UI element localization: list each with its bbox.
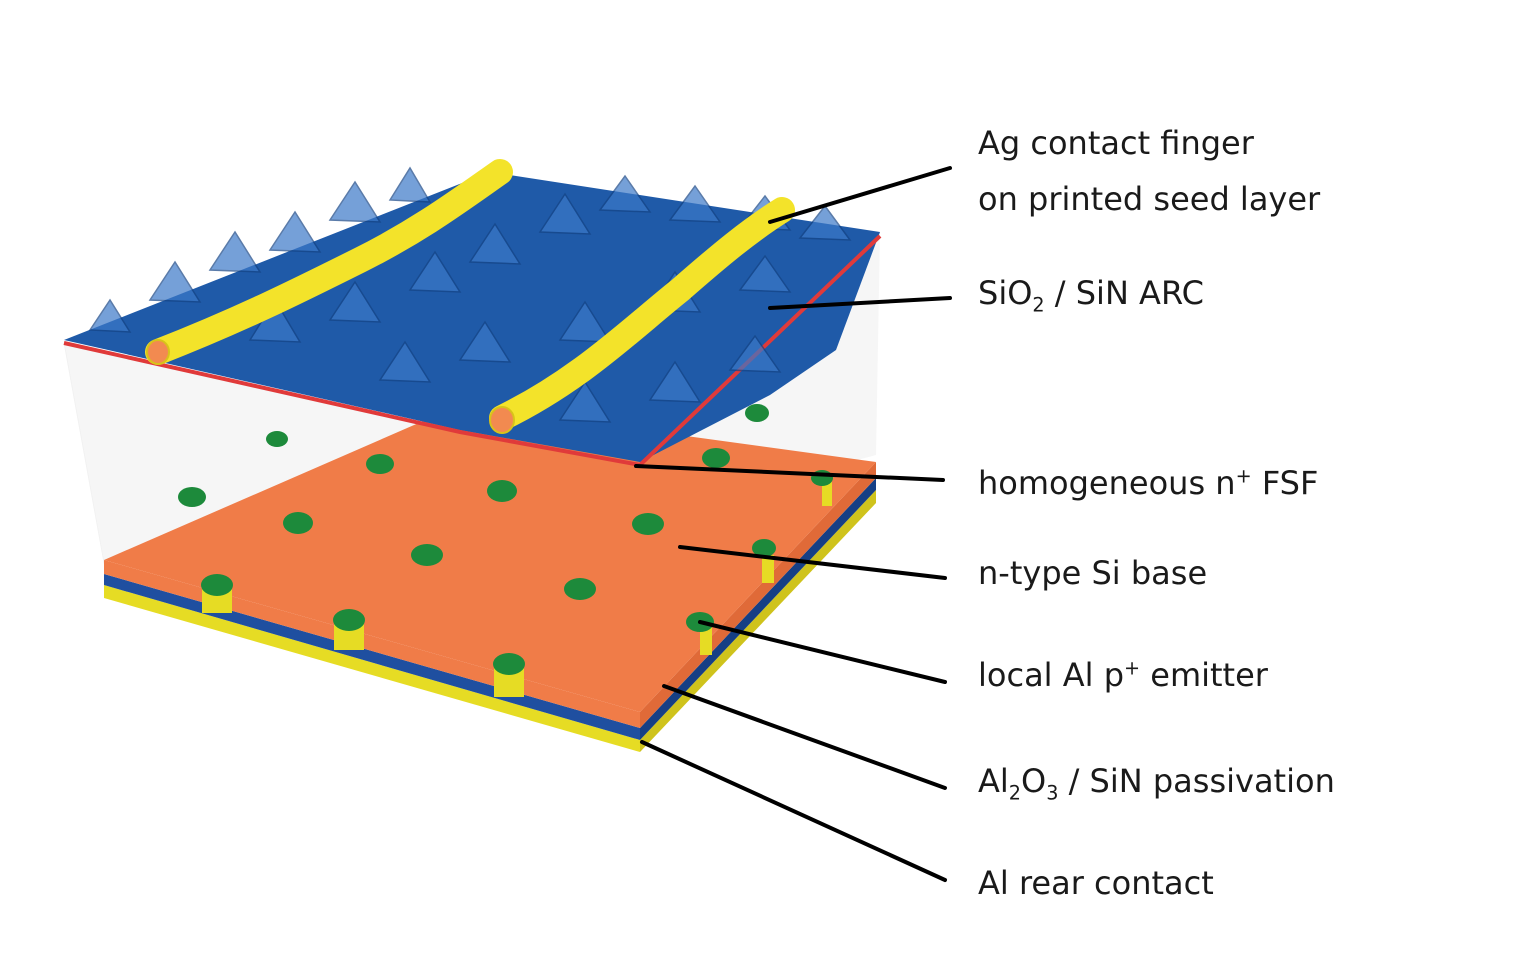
label-emitter: local Al p+ emitter bbox=[978, 656, 1268, 694]
label-passivation-sub1: 2 bbox=[1008, 781, 1021, 805]
label-arc-post: / SiN ARC bbox=[1044, 274, 1204, 312]
rear-contact-front bbox=[104, 585, 640, 752]
label-arc-pre: SiO bbox=[978, 274, 1033, 312]
label-emitter-sup: + bbox=[1124, 656, 1141, 680]
seed-layer-left bbox=[146, 339, 170, 365]
label-arc: SiO2 / SiN ARC bbox=[978, 274, 1204, 316]
leader-rear bbox=[640, 740, 947, 882]
passivation-side bbox=[640, 478, 876, 740]
seed-layer-right bbox=[489, 406, 515, 434]
ag-finger-right bbox=[489, 197, 795, 431]
label-passivation-mid: O bbox=[1021, 762, 1047, 800]
label-passivation-post: / SiN passivation bbox=[1058, 762, 1335, 800]
label-ag-finger-line2: on printed seed layer bbox=[978, 180, 1321, 219]
base-side bbox=[640, 462, 876, 728]
leader-passivation bbox=[662, 684, 947, 790]
passivation-front bbox=[104, 574, 640, 740]
base-top bbox=[104, 405, 876, 712]
leader-ag-finger bbox=[768, 166, 952, 224]
rear-contact-side bbox=[640, 490, 876, 752]
ag-finger-left bbox=[145, 159, 513, 365]
label-fsf-sup: + bbox=[1235, 464, 1252, 488]
label-ag-finger: Ag contact finger on printed seed layer bbox=[978, 124, 1320, 219]
label-arc-sub: 2 bbox=[1032, 293, 1045, 317]
label-emitter-pre: local Al p bbox=[978, 656, 1124, 694]
emitter-domes bbox=[178, 404, 833, 675]
label-fsf: homogeneous n+ FSF bbox=[978, 464, 1318, 502]
label-base: n-type Si base bbox=[978, 554, 1208, 592]
leader-lines bbox=[634, 166, 952, 882]
label-passivation: Al2O3 / SiN passivation bbox=[978, 762, 1335, 804]
leader-fsf bbox=[634, 464, 945, 482]
side-wall-left-large bbox=[64, 342, 460, 560]
leader-emitter bbox=[698, 620, 947, 684]
label-emitter-post: emitter bbox=[1140, 656, 1268, 694]
leader-base bbox=[678, 545, 947, 580]
label-passivation-sub2: 3 bbox=[1046, 781, 1059, 805]
leader-arc bbox=[768, 296, 952, 310]
label-rear: Al rear contact bbox=[978, 864, 1214, 902]
label-passivation-pre: Al bbox=[978, 762, 1009, 800]
pyramid-texture bbox=[88, 166, 852, 423]
label-fsf-post: FSF bbox=[1251, 464, 1319, 502]
label-ag-finger-line1: Ag contact finger bbox=[978, 124, 1254, 162]
label-fsf-pre: homogeneous n bbox=[978, 464, 1236, 502]
